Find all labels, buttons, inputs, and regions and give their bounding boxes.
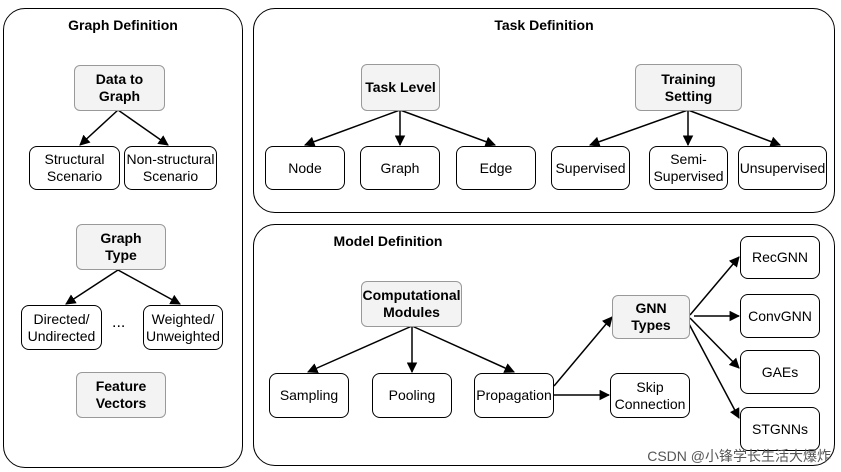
arrow-comp-to-sampling <box>307 325 413 373</box>
arrow-type-to-weighted <box>117 269 181 305</box>
convgnn-box: ConvGNN <box>740 294 820 338</box>
arrow-gnn-to-gaes <box>689 317 740 369</box>
data-to-graph-box: Data to Graph <box>74 65 165 111</box>
training-setting-box: Training Setting <box>635 64 742 111</box>
structural-scenario-box: Structural Scenario <box>29 146 120 190</box>
stgnns-box: STGNNs <box>740 407 820 451</box>
feature-vectors-box: Feature Vectors <box>76 372 166 418</box>
arrow-data-to-structural <box>79 109 119 146</box>
recgnn-box: RecGNN <box>740 236 820 279</box>
weighted-unweighted-box: Weighted/ Unweighted <box>143 305 223 350</box>
arrow-task-to-edge <box>399 109 496 147</box>
graph-definition-title: Graph Definition <box>68 17 178 33</box>
node-box: Node <box>265 146 345 190</box>
propagation-box: Propagation <box>474 373 554 418</box>
model-definition-title: Model Definition <box>333 233 443 249</box>
arrow-task-to-node <box>304 109 401 147</box>
arrow-type-to-directed <box>65 269 119 305</box>
graph-type-box: Graph Type <box>76 224 166 270</box>
task-definition-title: Task Definition <box>494 17 594 33</box>
pooling-box: Pooling <box>372 373 452 418</box>
arrow-data-to-nonstructural <box>117 109 169 146</box>
graph-box: Graph <box>360 146 440 190</box>
gnn-types-box: GNN Types <box>612 295 690 339</box>
gaes-box: GAEs <box>740 350 820 394</box>
edge-box: Edge <box>456 146 536 190</box>
ellipsis: ... <box>112 314 126 331</box>
arrow-comp-to-propagation <box>411 325 515 373</box>
sampling-box: Sampling <box>269 373 349 418</box>
non-structural-scenario-box: Non-structural Scenario <box>124 146 217 190</box>
supervised-box: Supervised <box>551 146 630 190</box>
arrow-gnn-to-stgnns <box>687 321 740 419</box>
skip-connection-box: Skip Connection <box>610 373 690 418</box>
computational-modules-box: Computational Modules <box>361 281 462 327</box>
unsupervised-box: Unsupervised <box>738 146 827 190</box>
semi-supervised-box: Semi- Supervised <box>649 146 728 190</box>
arrow-gnn-to-recgnn <box>689 256 740 316</box>
csdn-watermark: CSDN @小锋学长生活大爆炸 <box>647 448 831 464</box>
directed-undirected-box: Directed/ Undirected <box>21 305 102 350</box>
arrow-training-to-supervised <box>589 109 689 147</box>
arrow-training-to-unsupervised <box>687 109 781 147</box>
task-level-box: Task Level <box>361 64 440 111</box>
arrow-prop-to-gnntypes <box>553 316 613 387</box>
